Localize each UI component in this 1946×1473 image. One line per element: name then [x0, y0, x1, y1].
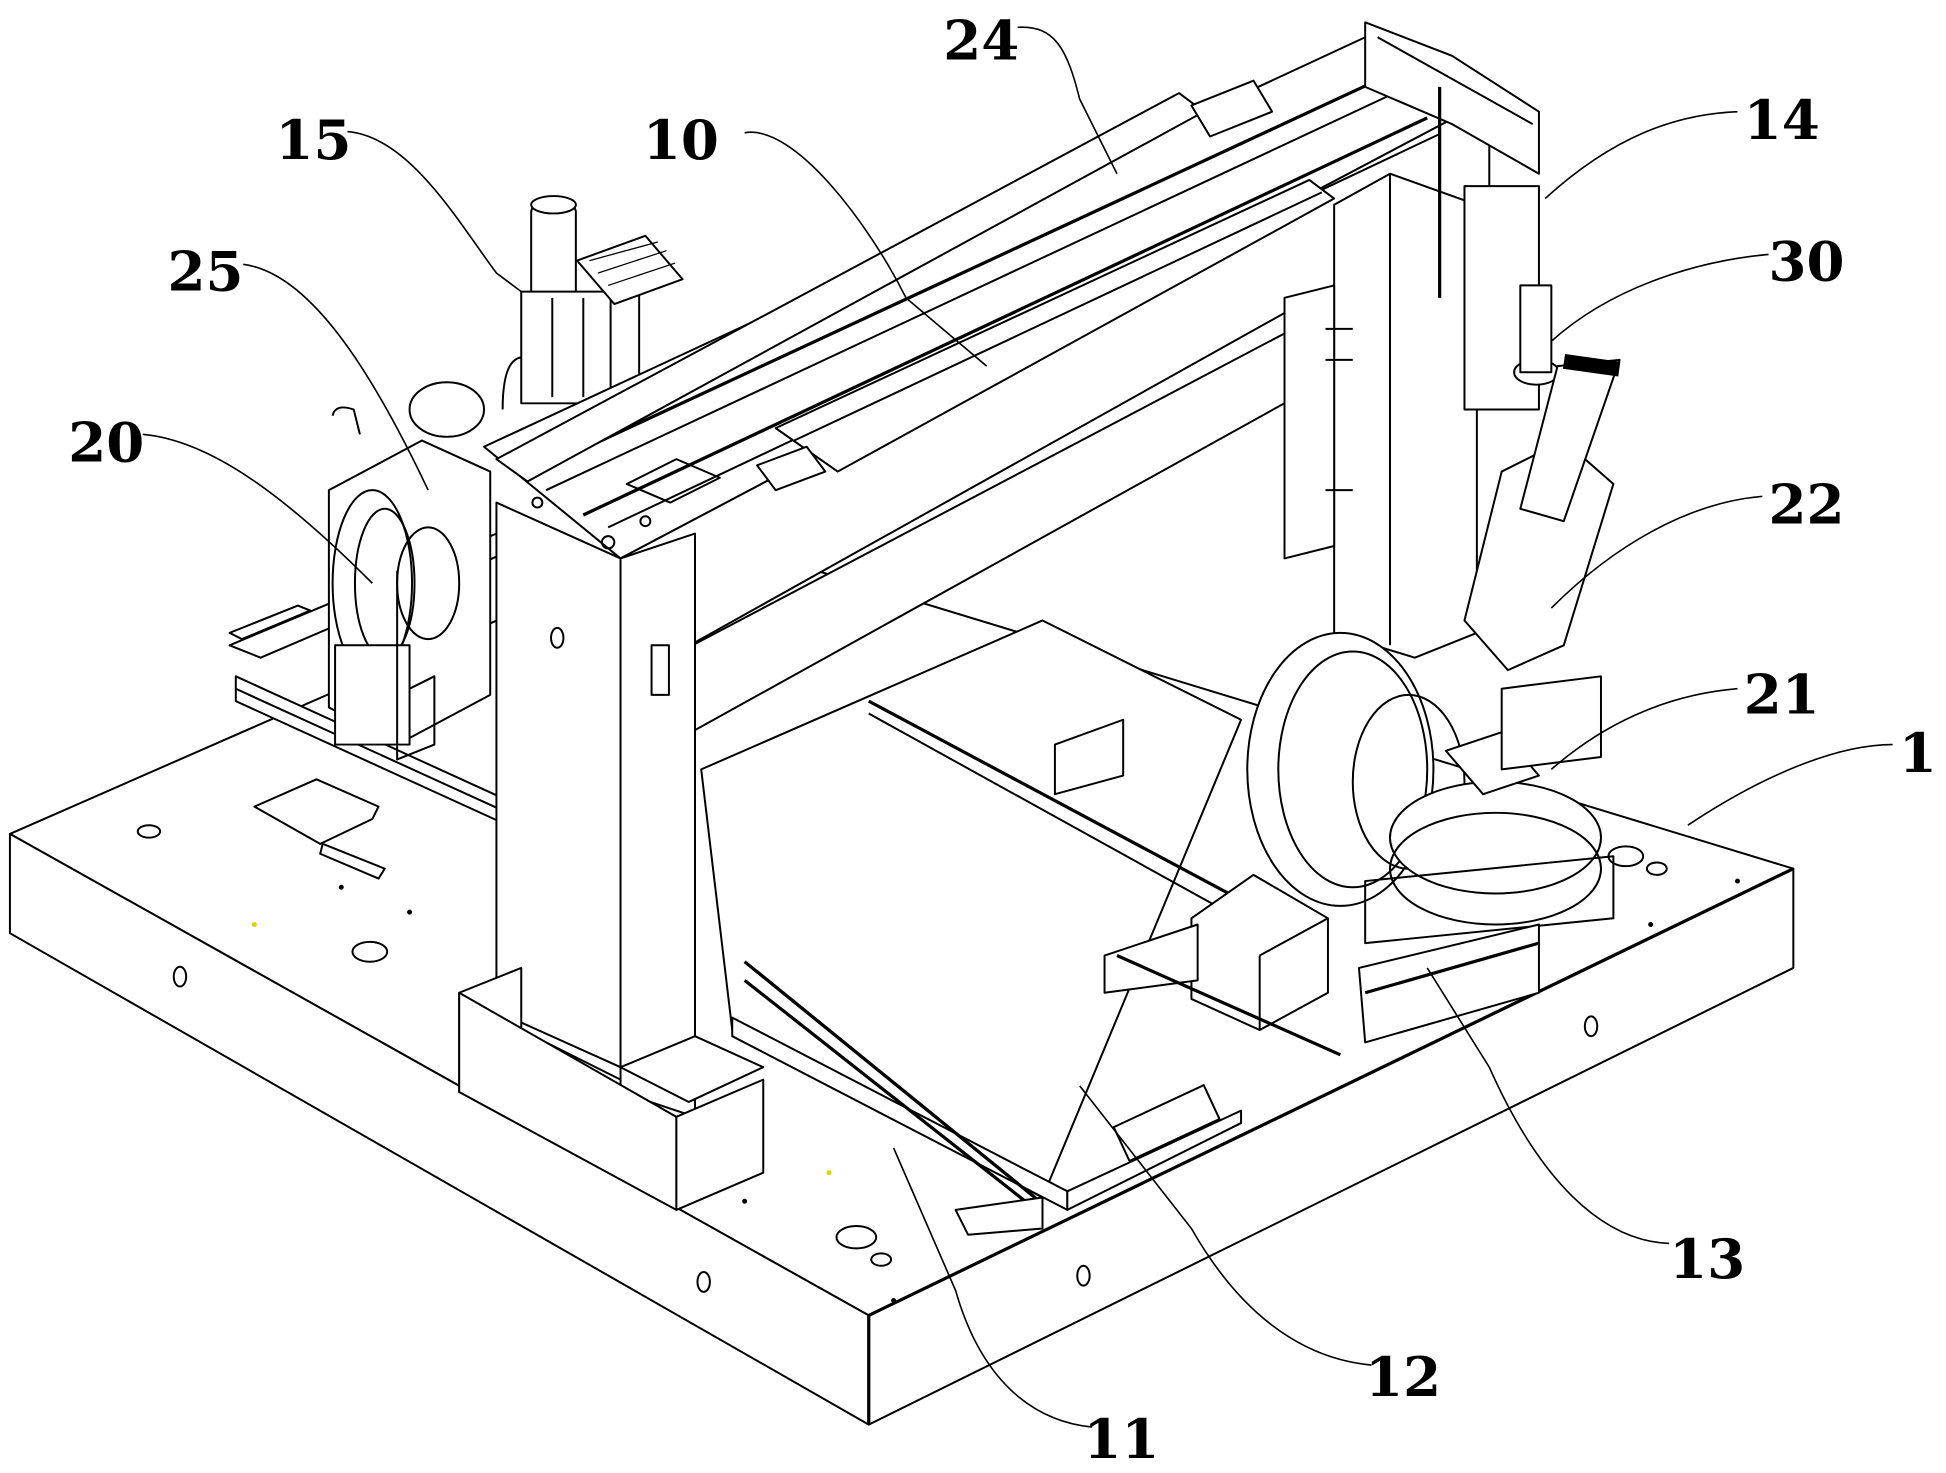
- right-rotary-unit: [1246, 354, 1621, 945]
- label-20: 20: [68, 411, 144, 475]
- label-21: 21: [1744, 663, 1820, 727]
- leader-22: [1550, 495, 1763, 609]
- reference-labels: 24 10 15 25 20 14 30 22 21 1 13 12 11: [68, 9, 1937, 1472]
- label-10: 10: [643, 108, 719, 172]
- leader-25: [1550, 253, 1769, 342]
- gantry-left-column: [458, 501, 765, 1211]
- leader-1: [1687, 743, 1893, 826]
- leader-11: [1017, 26, 1118, 175]
- label-22: 22: [1769, 473, 1845, 537]
- leader-lines: [142, 26, 1893, 1428]
- leader-10: [744, 131, 988, 367]
- label-15: 15: [276, 108, 352, 172]
- left-vertical-axis: [501, 195, 684, 410]
- leader-20: [142, 433, 373, 584]
- label-25: 30: [1769, 229, 1845, 293]
- leader-12: [1079, 1085, 1372, 1366]
- leader-13: [1426, 967, 1670, 1245]
- label-1: 1: [1899, 721, 1937, 785]
- left-rotary-unit: [327, 381, 492, 761]
- gantry-beam: [483, 21, 1540, 752]
- label-14: 14: [1744, 88, 1820, 152]
- label-24: 25: [168, 239, 244, 303]
- leader-15: [347, 130, 522, 293]
- label-12: 12: [1365, 1345, 1441, 1409]
- leader-30: [892, 1147, 1093, 1428]
- label-30: 11: [1083, 1407, 1159, 1471]
- right-linear-rail: [1053, 718, 1540, 1057]
- leader-24: [243, 263, 429, 491]
- label-11: 24: [943, 9, 1019, 73]
- leader-21: [1550, 687, 1738, 770]
- label-13: 13: [1669, 1227, 1745, 1291]
- leader-14: [1544, 110, 1738, 200]
- right-vertical-axis: [1283, 86, 1560, 659]
